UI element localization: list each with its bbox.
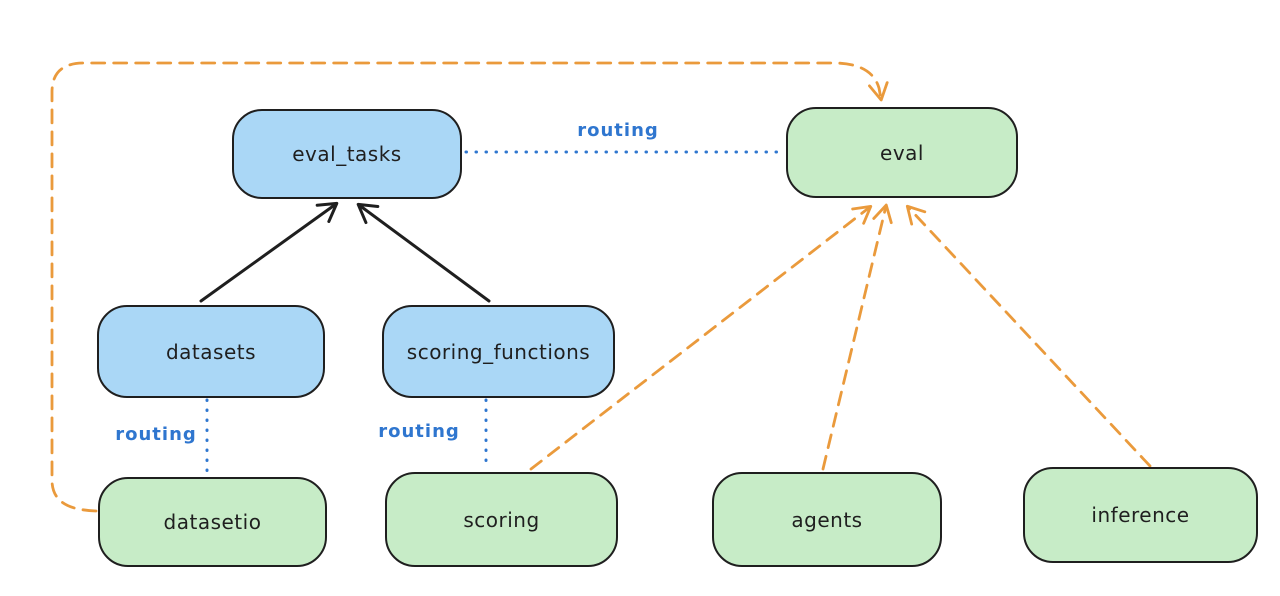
node-datasetio[interactable]: datasetio — [98, 477, 327, 567]
node-agents-label: agents — [791, 507, 863, 532]
edge-label-routing-scoring-functions-scoring[interactable]: routing — [378, 421, 460, 442]
node-scoring-functions[interactable]: scoring_functions — [382, 305, 615, 398]
edge-datasets-to-eval-tasks[interactable] — [199, 201, 339, 303]
node-eval-label: eval — [880, 140, 924, 165]
node-scoring-functions-label: scoring_functions — [406, 339, 591, 364]
edge-label-routing-eval-tasks-eval[interactable]: routing — [577, 120, 659, 141]
node-scoring-label: scoring — [463, 507, 540, 532]
node-datasetio-label: datasetio — [163, 510, 262, 534]
node-inference-label: inference — [1091, 503, 1190, 527]
node-eval-tasks[interactable]: eval_tasks — [232, 109, 462, 199]
node-inference[interactable]: inference — [1023, 467, 1258, 563]
node-eval[interactable]: eval — [786, 107, 1018, 198]
edge-label-routing-datasets-datasetio[interactable]: routing — [115, 424, 197, 445]
edge-agents-to-eval[interactable] — [821, 203, 893, 471]
node-datasets-label: datasets — [165, 339, 257, 364]
node-datasets[interactable]: datasets — [97, 305, 325, 398]
node-agents[interactable]: agents — [712, 472, 942, 567]
node-scoring[interactable]: scoring — [385, 472, 618, 567]
edge-scoring-to-eval[interactable] — [529, 204, 873, 471]
edge-inference-to-eval[interactable] — [905, 204, 1152, 468]
edge-scoring-functions-to-eval-tasks[interactable] — [356, 202, 491, 303]
edge-datasetio-to-eval[interactable] — [50, 61, 889, 513]
node-eval-tasks-label: eval_tasks — [292, 142, 402, 166]
